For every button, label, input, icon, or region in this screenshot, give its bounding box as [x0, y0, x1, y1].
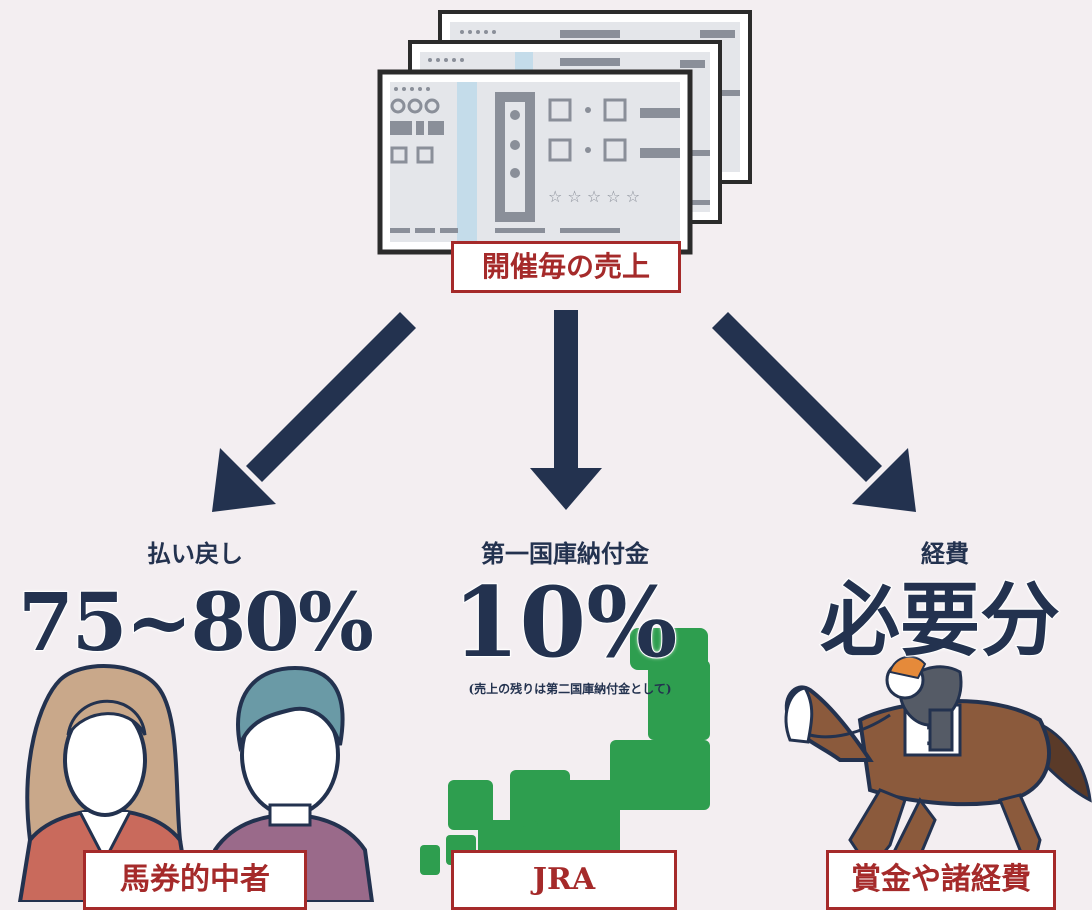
- jra-label: JRA: [451, 850, 677, 910]
- national-treasury-value: 10%: [452, 566, 679, 679]
- payout-recipient-label: 馬券的中者: [83, 850, 307, 910]
- national-treasury-heading: 第一国庫納付金: [481, 539, 649, 568]
- arrow-right: [712, 312, 916, 512]
- svg-text:☆ ☆ ☆ ☆ ☆: ☆ ☆ ☆ ☆ ☆: [548, 187, 640, 206]
- prize-expenses-label: 賞金や諸経費: [826, 850, 1056, 910]
- sales-label: 開催毎の売上: [451, 241, 681, 293]
- payout-heading: 払い戻し: [147, 539, 243, 568]
- arrow-left: [212, 312, 416, 512]
- expenses-heading: 経費: [921, 539, 969, 568]
- expenses-value: 必要分: [819, 572, 1061, 668]
- arrow-center: [530, 310, 602, 510]
- national-treasury-note: (売上の残りは第二国庫納付金として): [468, 682, 672, 696]
- payout-value: 75~80%: [17, 574, 375, 670]
